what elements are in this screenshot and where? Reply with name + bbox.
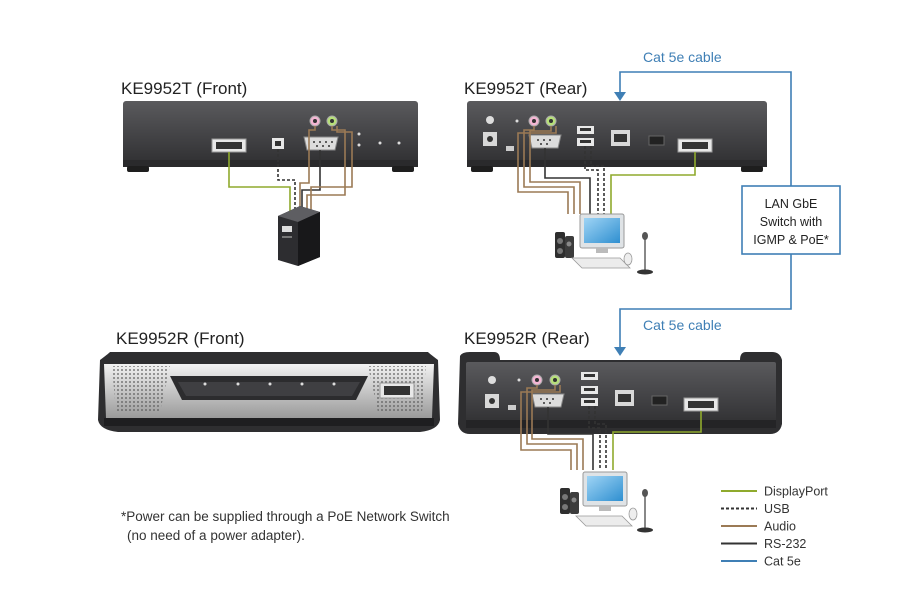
top-cable-label: Cat 5e cable	[643, 49, 722, 65]
lan-switch-box	[741, 185, 841, 255]
legend-label: Audio	[764, 520, 796, 534]
legend-label: USB	[764, 502, 790, 516]
rx-front-title: KE9952R (Front)	[116, 329, 245, 348]
legend-item: Cat 5e	[721, 555, 801, 569]
tx-front-title: KE9952T (Front)	[121, 79, 247, 98]
ke9952t-rear-device	[467, 101, 767, 172]
tx-rear-cables	[517, 126, 696, 214]
legend-label: Cat 5e	[764, 555, 801, 569]
tx-front-cables	[228, 126, 353, 214]
poe-note-line2: (no need of a power adapter).	[127, 528, 305, 543]
workstation-icon-bottom	[560, 471, 653, 533]
switch-label-line1: LAN GbE	[765, 197, 818, 211]
ke9952t-front-device	[123, 101, 418, 172]
legend-label: RS-232	[764, 537, 806, 551]
legend-label: DisplayPort	[764, 485, 828, 499]
legend-item: RS-232	[721, 537, 806, 551]
ke9952r-front-device	[98, 352, 440, 432]
workstation-icon-top	[555, 213, 653, 275]
switch-label-line2: Switch with	[760, 215, 823, 229]
switch-label-line3: IGMP & PoE*	[753, 233, 829, 247]
pc-tower-icon	[278, 206, 320, 266]
cat5e-cabling	[614, 71, 792, 356]
ke9952r-rear-device	[458, 352, 782, 434]
rx-rear-title: KE9952R (Rear)	[464, 329, 590, 348]
legend-item: Audio	[721, 520, 796, 534]
legend-item: DisplayPort	[721, 485, 828, 499]
legend-item: USB	[721, 502, 790, 516]
poe-note-line1: *Power can be supplied through a PoE Net…	[121, 509, 450, 524]
tx-rear-title: KE9952T (Rear)	[464, 79, 587, 98]
bottom-cable-label: Cat 5e cable	[643, 317, 722, 333]
rx-rear-cables	[520, 385, 702, 470]
